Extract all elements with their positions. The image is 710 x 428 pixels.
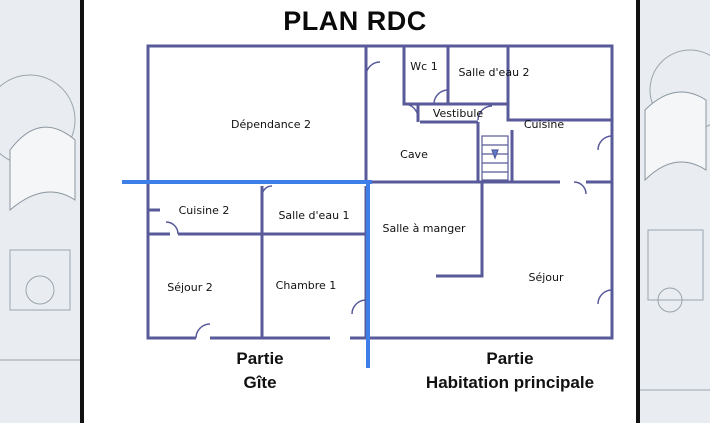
left-rolled-paper: [9, 126, 76, 212]
stair-arrow-icon: [491, 149, 499, 160]
door-swing-salle-eau1: [261, 185, 273, 197]
left-blueprint-decoration: [0, 74, 80, 361]
caption-main-line1: Partie: [486, 349, 534, 368]
label-salle-eau2: Salle d'eau 2: [458, 66, 529, 79]
door-swings: [165, 61, 613, 339]
wall-salle-manger: [436, 182, 484, 278]
caption-main: Partie Habitation principale: [400, 347, 620, 395]
label-cave: Cave: [400, 148, 428, 161]
label-chambre1: Chambre 1: [276, 279, 337, 292]
label-wc1: Wc 1: [410, 60, 437, 73]
label-cuisine2: Cuisine 2: [179, 204, 230, 217]
wall-cuisine-top: [506, 104, 612, 122]
caption-gite-line2: Gîte: [243, 373, 277, 392]
right-deco-box: [647, 229, 704, 301]
door-swing-sejour-right: [597, 289, 613, 305]
plan-walls: [146, 44, 614, 340]
door-swing-cuisine2: [165, 221, 179, 235]
wall-dependance2: [146, 46, 368, 184]
outer-wall: [146, 44, 614, 340]
left-deco-knob: [25, 275, 55, 305]
caption-gite: Partie Gîte: [200, 347, 320, 395]
section-dividers: [122, 180, 372, 368]
right-blueprint-decoration: [640, 49, 710, 391]
door-swing-cuisine: [597, 135, 613, 151]
label-salle-eau1: Salle d'eau 1: [278, 209, 349, 222]
door-swing-wc: [403, 103, 419, 119]
label-salle-manger: Salle à manger: [382, 222, 466, 235]
door-swing-vestibule: [477, 105, 493, 121]
right-rolled-paper: [644, 91, 707, 182]
wall-vestibule: [416, 104, 478, 124]
plan-title: PLAN RDC: [283, 6, 427, 36]
staircase-outline: [481, 135, 509, 181]
caption-main-line2: Habitation principale: [425, 373, 595, 392]
staircase: [481, 135, 509, 181]
right-blueprint-panel: [636, 0, 710, 423]
right-deco-knob: [657, 287, 683, 313]
door-swing-entry-gite: [195, 323, 211, 339]
door-swing-chambre1: [351, 299, 367, 315]
label-sejour2: Séjour 2: [167, 281, 213, 294]
caption-gite-line1: Partie: [236, 349, 284, 368]
door-swing-sejour: [573, 181, 587, 195]
label-vestibule: Vestibule: [433, 107, 484, 120]
left-deco-box: [9, 249, 71, 311]
door-swing-cave: [365, 61, 381, 77]
left-blueprint-panel: [0, 0, 84, 423]
label-cuisine: Cuisine: [524, 118, 564, 131]
wall-wc1: [402, 46, 450, 106]
label-sejour: Séjour: [528, 271, 564, 284]
label-dependance2: Dépendance 2: [231, 118, 311, 131]
room-labels: Dépendance 2 Wc 1 Salle d'eau 2 Vestibul…: [167, 60, 564, 294]
door-swing-salle-eau2: [433, 89, 449, 105]
